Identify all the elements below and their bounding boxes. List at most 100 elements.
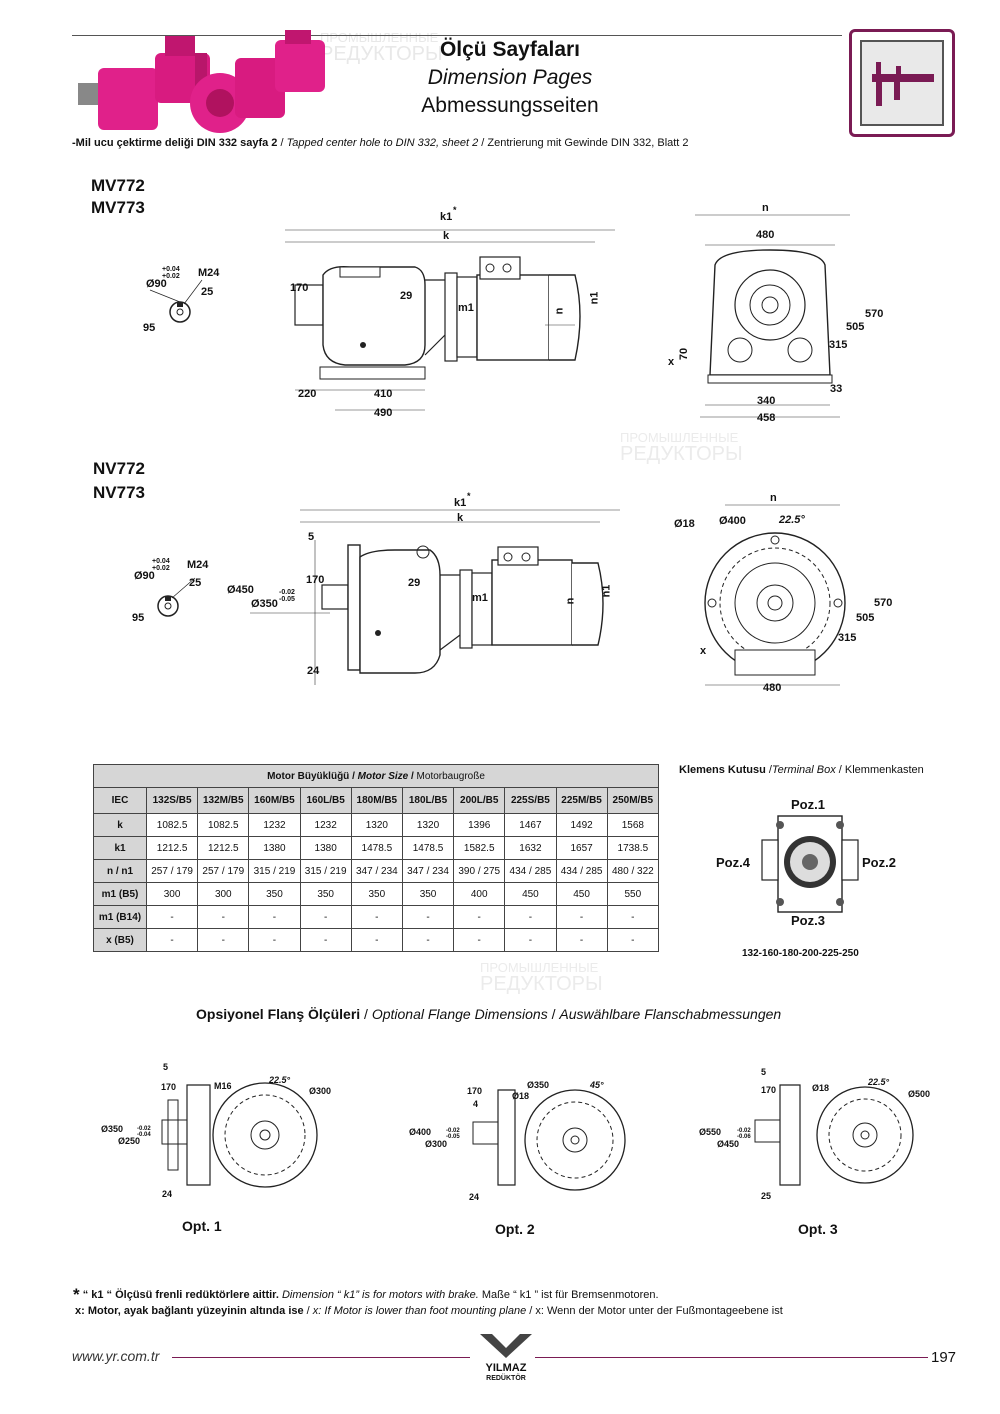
dim-label: 29 xyxy=(400,290,413,302)
position-label-3: Poz.3 xyxy=(791,913,825,928)
opt1-label: Opt. 1 xyxy=(182,1218,222,1234)
dim-label: Ø500 xyxy=(908,1089,931,1099)
row-header: k1 xyxy=(93,836,147,860)
flange-opt2 xyxy=(472,1089,626,1191)
terminal-box-title: Klemens Kutusu /Terminal Box / Klemmenka… xyxy=(679,764,924,776)
dim-label: -0.04 xyxy=(137,1132,151,1138)
model-label: MV773 xyxy=(91,198,145,217)
dim-label: Ø18 xyxy=(812,1083,830,1093)
dim-label: 480 xyxy=(763,682,782,694)
dim-label: 5 xyxy=(163,1062,169,1072)
row-header: x (B5) xyxy=(93,928,147,952)
dim-label: Ø550 xyxy=(699,1127,722,1137)
model-label: NV772 xyxy=(93,459,145,478)
end-view-top xyxy=(695,214,850,418)
flange-opt1 xyxy=(161,1082,318,1188)
table-cell: 350 xyxy=(299,882,352,906)
table-cell: - xyxy=(606,928,660,952)
brand-sub: REDÜKTÖR xyxy=(486,1375,526,1382)
table-cell: 1232 xyxy=(248,813,301,837)
table-cell: - xyxy=(197,905,250,929)
column-header: 180M/B5 xyxy=(350,787,403,814)
table-cell: - xyxy=(453,905,506,929)
table-cell: 350 xyxy=(350,882,403,906)
table-header-row: IEC 132S/B5 132M/B5 160M/B5 160L/B5 180M… xyxy=(93,787,660,814)
dim-label: x xyxy=(668,356,675,368)
page-subtitle-en: Dimension Pages xyxy=(427,66,593,89)
end-view-bottom xyxy=(704,504,846,686)
table-cell: 1657 xyxy=(555,836,608,860)
table-cell: - xyxy=(401,928,455,952)
caliper-badge xyxy=(849,29,955,137)
dim-label: Ø450 xyxy=(227,584,254,596)
model-label: MV772 xyxy=(91,176,145,195)
dim-label: +0.04 xyxy=(152,558,170,565)
table-cell: - xyxy=(248,928,301,952)
table-cell: 1212.5 xyxy=(145,836,199,860)
position-label-1: Poz.1 xyxy=(791,797,825,812)
table-cell: 1492 xyxy=(555,813,608,837)
footnote-k1: * “ k1 “ Ölçüsü frenli redüktörlere aitt… xyxy=(73,1285,659,1304)
table-cell: 434 / 285 xyxy=(504,859,557,883)
table-cell: - xyxy=(197,928,250,952)
table-cell: 1380 xyxy=(248,836,301,860)
dim-label: 480 xyxy=(756,229,775,241)
column-header: 160M/B5 xyxy=(248,787,301,814)
table-row: m1 (B14)---------- xyxy=(93,905,660,929)
website-link[interactable]: www.yr.com.tr xyxy=(72,1348,160,1364)
dim-label: 490 xyxy=(374,407,393,419)
dim-label: 24 xyxy=(469,1192,480,1202)
dim-label: 24 xyxy=(307,665,320,677)
column-header: 132S/B5 xyxy=(145,787,199,814)
brand-logo xyxy=(480,1334,532,1358)
dim-label: 45° xyxy=(590,1080,604,1090)
dim-label: Ø90 xyxy=(134,570,155,582)
dim-label: +0.02 xyxy=(152,565,170,572)
dim-label: * xyxy=(453,205,457,215)
table-cell: 300 xyxy=(145,882,199,906)
column-header: 132M/B5 xyxy=(197,787,250,814)
table-cell: 347 / 234 xyxy=(401,859,455,883)
table-cell: 550 xyxy=(606,882,660,906)
dim-label: Ø250 xyxy=(118,1136,141,1146)
column-header: 225S/B5 xyxy=(504,787,557,814)
dim-label: 5 xyxy=(761,1067,767,1077)
dim-label: 33 xyxy=(830,383,843,395)
dim-label: 170 xyxy=(161,1082,177,1092)
dim-label: 22.5° xyxy=(779,514,805,526)
product-image xyxy=(78,30,325,133)
dim-label: 458 xyxy=(757,412,776,424)
dim-label: Ø400 xyxy=(719,515,746,527)
dim-label: -0.02 xyxy=(446,1128,460,1134)
table-cell: 1082.5 xyxy=(145,813,199,837)
dim-label: 220 xyxy=(298,388,317,400)
table-cell: - xyxy=(299,928,352,952)
table-cell: 350 xyxy=(248,882,301,906)
table-cell: 347 / 234 xyxy=(350,859,403,883)
table-cell: 1478.5 xyxy=(350,836,403,860)
table-cell: 1467 xyxy=(504,813,557,837)
dim-label: +0.02 xyxy=(162,273,180,280)
dim-label: 410 xyxy=(374,388,393,400)
table-cell: 300 xyxy=(197,882,250,906)
dim-label: +0.04 xyxy=(162,266,180,273)
table-cell: 257 / 179 xyxy=(145,859,199,883)
table-cell: 257 / 179 xyxy=(197,859,250,883)
side-view-bottom xyxy=(250,509,620,685)
table-cell: 1568 xyxy=(606,813,660,837)
motor-size-table: Motor Büyüklüğü / Motor Size / Motorbaug… xyxy=(93,764,660,952)
table-cell: 315 / 219 xyxy=(299,859,352,883)
dim-label: 5 xyxy=(308,531,315,543)
table-cell: - xyxy=(145,905,199,929)
dim-label: Ø300 xyxy=(425,1139,448,1149)
row-header: m1 (B5) xyxy=(93,882,147,906)
dim-label: 95 xyxy=(132,612,145,624)
dim-label: 505 xyxy=(856,612,875,624)
brand-name: YILMAZ xyxy=(485,1362,527,1374)
opt3-label: Opt. 3 xyxy=(798,1221,838,1237)
table-cell: - xyxy=(606,905,660,929)
